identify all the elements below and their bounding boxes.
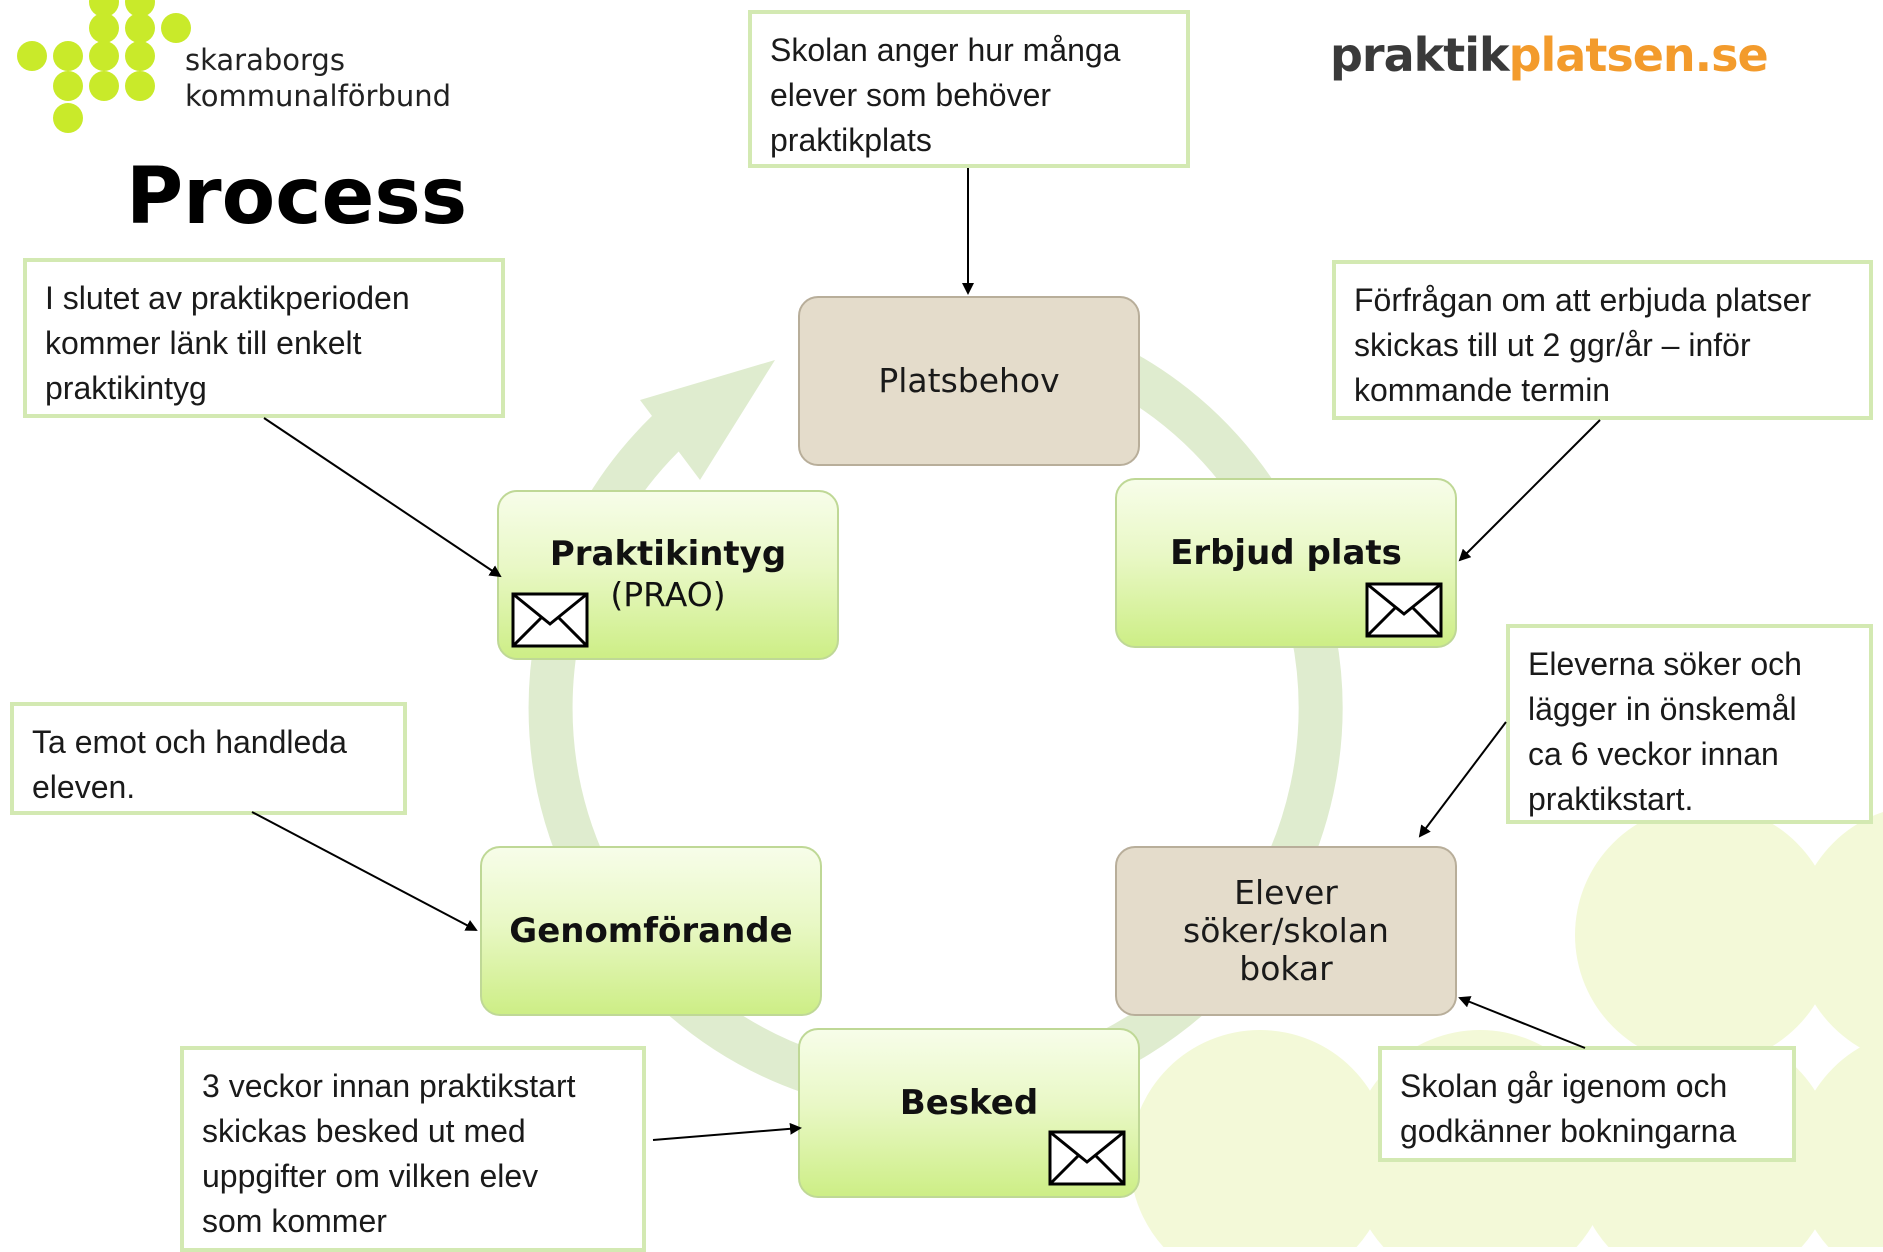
envelope-icon (511, 592, 589, 648)
note-ta-emot: Ta emot och handleda eleven. (10, 702, 407, 815)
connector-arrow (1458, 996, 1586, 1049)
note-eleverna-soker: Eleverna söker och lägger in önskemål ca… (1506, 624, 1873, 824)
node-besked-label: Besked (899, 1083, 1039, 1123)
connector-arrow (1458, 419, 1601, 562)
note-line: som kommer (202, 1203, 387, 1239)
note-line: lägger in önskemål (1528, 691, 1797, 727)
note-line: eleven. (32, 769, 136, 805)
note-line: kommande termin (1354, 372, 1611, 408)
note-line: godkänner bokningarna (1400, 1113, 1737, 1149)
note-line: skickas besked ut med (202, 1113, 526, 1149)
logo-text-skaraborgs: skaraborgs kommunalförbund (185, 42, 451, 114)
note-line: Ta emot och handleda (32, 724, 347, 760)
logo-part-platsen: platsen.se (1508, 28, 1769, 82)
node-praktikintyg-label: Praktikintyg (549, 534, 787, 574)
note-line: uppgifter om vilken elev (202, 1158, 539, 1194)
note-line: ca 6 veckor innan (1528, 736, 1779, 772)
node-genomforande: Genomförande (480, 846, 822, 1016)
logo-part-praktik: praktik (1330, 28, 1510, 82)
node-platsbehov-label: Platsbehov (878, 361, 1060, 400)
note-i-slutet: I slutet av praktikperioden kommer länk … (23, 258, 505, 418)
logo-dots (17, 0, 191, 133)
note-line: I slutet av praktikperioden (45, 280, 410, 316)
node-praktikintyg: Praktikintyg (PRAO) (497, 490, 839, 660)
logo-line-1: skaraborgs (185, 43, 345, 77)
note-line: Förfrågan om att erbjuda platser (1354, 282, 1812, 318)
node-elever-soker: Elever söker/skolan bokar (1115, 846, 1457, 1016)
node-genomforande-label: Genomförande (509, 911, 793, 951)
node-platsbehov: Platsbehov (798, 296, 1140, 466)
connector-arrow (263, 417, 502, 578)
node-elever-soker-label: Elever söker/skolan bokar (1183, 874, 1389, 988)
connector-arrow (251, 811, 478, 931)
note-forfragan: Förfrågan om att erbjuda platser skickas… (1332, 260, 1873, 420)
node-praktikintyg-sub: (PRAO) (610, 575, 726, 614)
note-line: Eleverna söker och (1528, 646, 1802, 682)
cycle-arrow-head (640, 360, 775, 480)
note-line: kommer länk till enkelt (45, 325, 362, 361)
logo-praktikplatsen: praktikplatsen.se (1330, 28, 1769, 82)
note-line: 3 veckor innan praktikstart (202, 1068, 576, 1104)
node-besked: Besked (798, 1028, 1140, 1198)
note-line: Skolan anger hur många (770, 32, 1121, 68)
note-line: elever som behöver (770, 77, 1052, 113)
node-elever-line-1: Elever (1234, 873, 1338, 912)
note-line: praktikplats (770, 122, 932, 158)
node-erbjud-plats-label: Erbjud plats (1170, 533, 1402, 573)
node-elever-line-2: söker/skolan (1183, 911, 1389, 950)
note-skolan-anger: Skolan anger hur många elever som behöve… (748, 10, 1190, 168)
note-line: Skolan går igenom och (1400, 1068, 1728, 1104)
connector-arrow (652, 1122, 802, 1141)
node-erbjud-plats: Erbjud plats (1115, 478, 1457, 648)
note-skolan-gar: Skolan går igenom och godkänner bokninga… (1378, 1046, 1796, 1162)
connector-arrow (1418, 721, 1507, 838)
node-elever-line-3: bokar (1239, 949, 1333, 988)
note-tre-veckor: 3 veckor innan praktikstart skickas besk… (180, 1046, 646, 1252)
note-line: praktikintyg (45, 370, 207, 406)
note-line: praktikstart. (1528, 781, 1694, 817)
logo-line-2: kommunalförbund (185, 79, 452, 113)
page-title: Process (126, 152, 468, 242)
envelope-icon (1048, 1130, 1126, 1186)
note-line: skickas till ut 2 ggr/år – inför (1354, 327, 1751, 363)
envelope-icon (1365, 582, 1443, 638)
